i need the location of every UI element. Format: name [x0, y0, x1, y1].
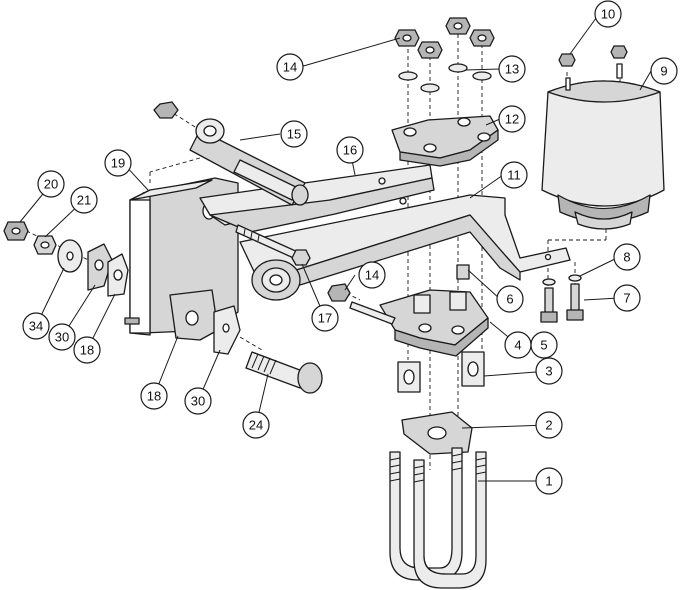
- callout-1: 1: [535, 467, 563, 495]
- callout-20: 20: [37, 170, 65, 198]
- callout-12: 12: [498, 105, 526, 133]
- u-bolts: [389, 447, 487, 589]
- callout-14-top: 14: [276, 53, 304, 81]
- top-nuts-washers: [394, 17, 495, 93]
- callout-19: 19: [104, 149, 132, 177]
- svg-text:13: 13: [505, 62, 519, 77]
- svg-text:4: 4: [514, 338, 521, 353]
- callout-11: 11: [500, 161, 528, 189]
- callout-17: 17: [311, 304, 339, 332]
- svg-text:19: 19: [111, 156, 125, 171]
- callout-24: 24: [242, 411, 270, 439]
- callout-3: 3: [535, 357, 563, 385]
- left-hardware: [3, 221, 129, 297]
- svg-text:18: 18: [147, 389, 161, 404]
- svg-text:15: 15: [287, 127, 301, 142]
- svg-text:12: 12: [505, 112, 519, 127]
- svg-text:1: 1: [545, 474, 552, 489]
- lower-pivot-hardware: [169, 289, 323, 394]
- bottom-plate: [401, 411, 473, 455]
- callout-30-left: 30: [48, 323, 76, 351]
- svg-text:18: 18: [80, 343, 94, 358]
- svg-text:10: 10: [601, 7, 615, 22]
- callout-10: 10: [594, 0, 622, 28]
- callout-5: 5: [530, 331, 558, 359]
- callout-4: 4: [504, 331, 532, 359]
- svg-text:6: 6: [506, 292, 513, 307]
- callout-21: 21: [70, 186, 98, 214]
- svg-text:5: 5: [540, 338, 547, 353]
- callout-7: 7: [613, 284, 641, 312]
- svg-text:3: 3: [545, 364, 552, 379]
- svg-text:14: 14: [283, 60, 297, 75]
- svg-text:17: 17: [318, 311, 332, 326]
- callout-30-lower: 30: [184, 387, 212, 415]
- svg-text:9: 9: [660, 64, 667, 79]
- air-spring-nuts: [558, 45, 628, 67]
- svg-text:30: 30: [55, 330, 69, 345]
- callout-13: 13: [498, 55, 526, 83]
- callout-15: 15: [280, 120, 308, 148]
- lower-seat-bolt: [327, 283, 396, 325]
- svg-text:8: 8: [623, 250, 630, 265]
- callout-16: 16: [336, 136, 364, 164]
- square-washers: [397, 351, 485, 393]
- callout-18-left: 18: [73, 336, 101, 364]
- svg-text:21: 21: [77, 193, 91, 208]
- callout-9: 9: [650, 57, 678, 85]
- air-spring: [541, 63, 665, 230]
- callout-14-lower: 14: [358, 261, 386, 289]
- svg-text:7: 7: [623, 291, 630, 306]
- callout-6: 6: [496, 285, 524, 313]
- svg-text:20: 20: [44, 177, 58, 192]
- air-spring-bolts: [540, 274, 584, 323]
- axle-seat-top: [391, 115, 499, 167]
- svg-text:14: 14: [365, 268, 379, 283]
- trailing-arm: [239, 194, 571, 293]
- shock-absorber: [153, 101, 309, 206]
- callout-34: 34: [22, 312, 50, 340]
- callout-2: 2: [535, 411, 563, 439]
- svg-text:24: 24: [249, 418, 263, 433]
- callout-8: 8: [613, 243, 641, 271]
- axle-seat-lower: [379, 264, 489, 357]
- svg-text:30: 30: [191, 394, 205, 409]
- callout-18-lower: 18: [140, 382, 168, 410]
- callouts: 1 2 3 4 5 6 7 8 9 10 11 12 13 14 14 15 1…: [22, 0, 678, 495]
- svg-text:2: 2: [545, 418, 552, 433]
- svg-text:16: 16: [343, 143, 357, 158]
- svg-text:34: 34: [29, 319, 43, 334]
- arm-bushing: [251, 259, 301, 301]
- svg-text:11: 11: [507, 168, 521, 183]
- pivot-bolt: [235, 224, 311, 266]
